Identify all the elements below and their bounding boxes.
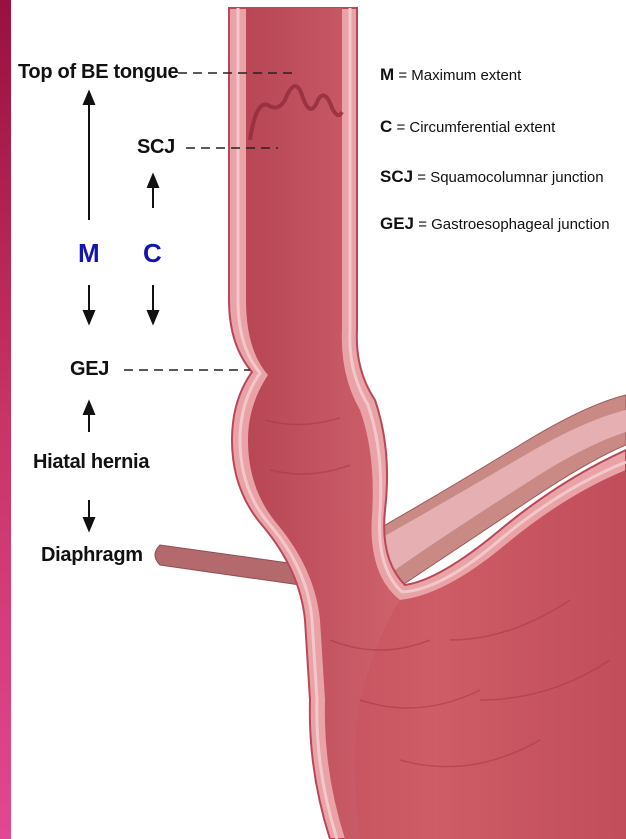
legend-key: C: [380, 117, 392, 136]
legend-text: Gastroesophageal junction: [431, 216, 609, 233]
label-diaphragm: Diaphragm: [41, 544, 143, 567]
legend-item-m: M = Maximum extent: [380, 65, 521, 85]
legend-sep: =: [396, 119, 405, 136]
legend-key: GEJ: [380, 214, 414, 233]
label-top-be-tongue: Top of BE tongue: [18, 61, 178, 84]
legend-sep: =: [398, 67, 407, 84]
legend-item-c: C = Circumferential extent: [380, 117, 555, 137]
legend-text: Squamocolumnar junction: [430, 169, 603, 186]
label-c: C: [143, 238, 162, 269]
legend-item-gej: GEJ = Gastroesophageal junction: [380, 214, 610, 234]
legend-text: Circumferential extent: [409, 119, 555, 136]
label-hiatal-hernia: Hiatal hernia: [33, 451, 149, 474]
legend-text: Maximum extent: [411, 67, 521, 84]
legend-key: M: [380, 65, 394, 84]
legend-key: SCJ: [380, 167, 413, 186]
label-gej: GEJ: [70, 358, 109, 381]
label-m: M: [78, 238, 100, 269]
legend-sep: =: [418, 216, 427, 233]
left-edge-strip: [0, 0, 11, 839]
legend-sep: =: [417, 169, 426, 186]
label-scj: SCJ: [137, 136, 175, 159]
legend-item-scj: SCJ = Squamocolumnar junction: [380, 167, 604, 187]
